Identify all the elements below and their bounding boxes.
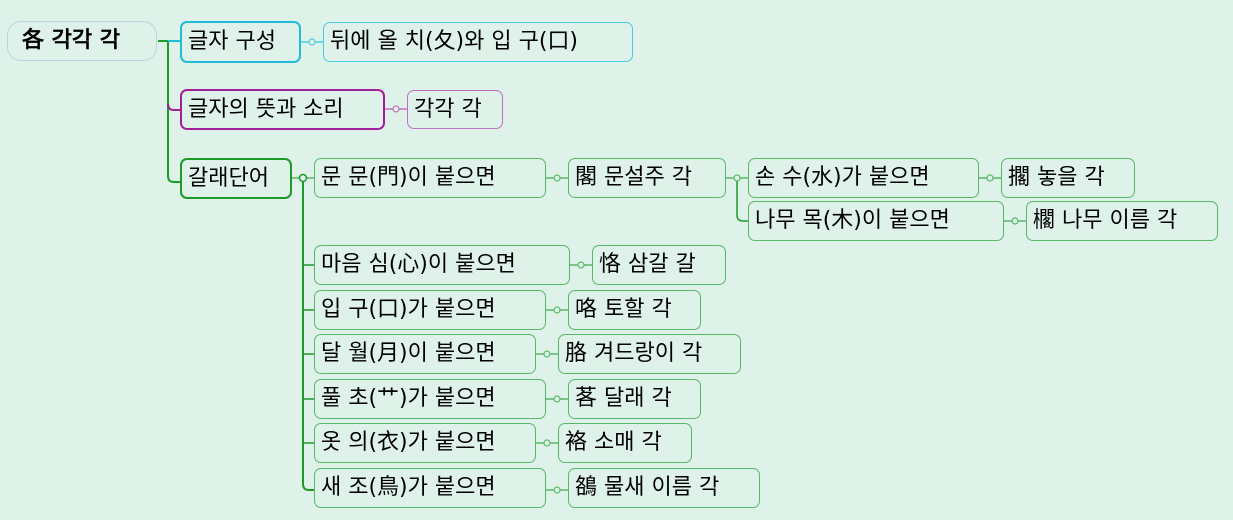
branch-node-derived-words[interactable]: 갈래단어 [180, 158, 292, 199]
derived-condition-node[interactable]: 입 구(口)가 붙으면 [314, 290, 546, 330]
derived-result-node[interactable]: 恪 삼갈 갈 [592, 245, 726, 285]
derived-condition-node[interactable]: 옷 의(衣)가 붙으면 [314, 423, 536, 463]
derived-result-node[interactable]: 胳 겨드랑이 각 [558, 334, 741, 374]
derived-subcondition-node[interactable]: 손 수(水)가 붙으면 [748, 158, 979, 198]
derived-result-node[interactable]: 袼 소매 각 [558, 423, 692, 463]
derived-condition-node[interactable]: 마음 심(心)이 붙으면 [314, 245, 570, 285]
derived-subresult-node[interactable]: 擱 놓을 각 [1001, 158, 1135, 198]
derived-condition-node[interactable]: 새 조(鳥)가 붙으면 [314, 468, 546, 508]
leaf-node-composition-detail[interactable]: 뒤에 올 치(夂)와 입 구(口) [323, 22, 633, 62]
derived-result-node[interactable]: 茖 달래 각 [568, 379, 701, 419]
derived-result-node[interactable]: 咯 토할 각 [568, 290, 701, 330]
derived-result-node[interactable]: 鵅 물새 이름 각 [568, 468, 760, 508]
branch-node-meaning-sound[interactable]: 글자의 뜻과 소리 [180, 89, 385, 130]
root-node[interactable]: 各 각각 각 [7, 21, 157, 61]
branch-node-composition[interactable]: 글자 구성 [180, 21, 301, 63]
derived-condition-node[interactable]: 달 월(月)이 붙으면 [314, 334, 536, 374]
derived-condition-node[interactable]: 문 문(門)이 붙으면 [314, 158, 546, 198]
derived-result-node[interactable]: 閣 문설주 각 [568, 158, 726, 198]
derived-condition-node[interactable]: 풀 초(艹)가 붙으면 [314, 379, 546, 419]
leaf-node-meaning[interactable]: 각각 각 [407, 90, 503, 129]
derived-subresult-node[interactable]: 櫊 나무 이름 각 [1026, 201, 1218, 241]
derived-subcondition-node[interactable]: 나무 목(木)이 붙으면 [748, 201, 1004, 241]
